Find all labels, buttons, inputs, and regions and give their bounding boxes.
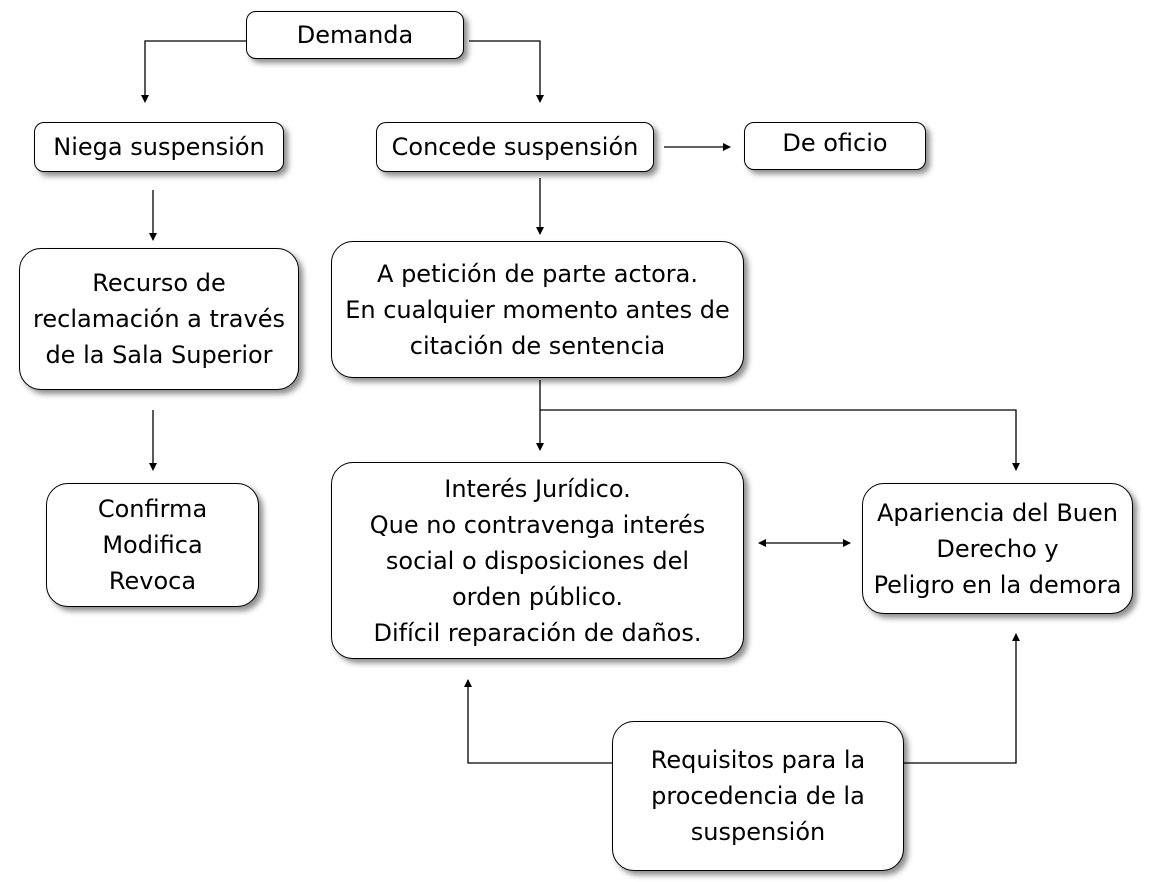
node-demanda: Demanda <box>246 11 464 59</box>
node-recurso-text: Recurso de reclamación a través de la Sa… <box>33 269 285 369</box>
node-interes-text: Interés Jurídico. Que no contravenga int… <box>369 474 706 647</box>
arrow-peticion-to-apariencia <box>540 409 1020 471</box>
arrow-requisitos-to-interes <box>464 679 612 764</box>
node-confirma-text: Confirma Modifica Revoca <box>97 495 208 595</box>
node-de-oficio: De oficio <box>744 122 926 170</box>
node-recurso-reclamacion: Recurso de reclamación a través de la Sa… <box>19 248 299 390</box>
node-interes-juridico: Interés Jurídico. Que no contravenga int… <box>331 462 744 659</box>
node-peticion-text: A petición de parte actora. En cualquier… <box>345 259 730 360</box>
node-oficio-text: De oficio <box>782 129 888 157</box>
arrow-demanda-to-niega <box>141 40 246 103</box>
node-apariencia-text: Apariencia del Buen Derecho y Peligro en… <box>873 498 1122 599</box>
node-confirma-modifica-revoca: Confirma Modifica Revoca <box>46 483 259 607</box>
node-niega-text: Niega suspensión <box>53 133 265 161</box>
node-requisitos-text: Requisitos para la procedencia de la sus… <box>650 746 866 846</box>
node-concede-suspension: Concede suspensión <box>376 122 654 172</box>
node-concede-text: Concede suspensión <box>391 133 639 161</box>
arrow-requisitos-to-apariencia <box>904 633 1020 764</box>
arrow-demanda-to-concede <box>469 40 544 103</box>
node-requisitos-procedencia: Requisitos para la procedencia de la sus… <box>612 721 904 871</box>
node-demanda-text: Demanda <box>296 21 414 49</box>
node-peticion-parte-actora: A petición de parte actora. En cualquier… <box>331 241 744 378</box>
node-apariencia-buen-derecho: Apariencia del Buen Derecho y Peligro en… <box>862 483 1133 614</box>
node-niega-suspension: Niega suspensión <box>34 122 284 172</box>
